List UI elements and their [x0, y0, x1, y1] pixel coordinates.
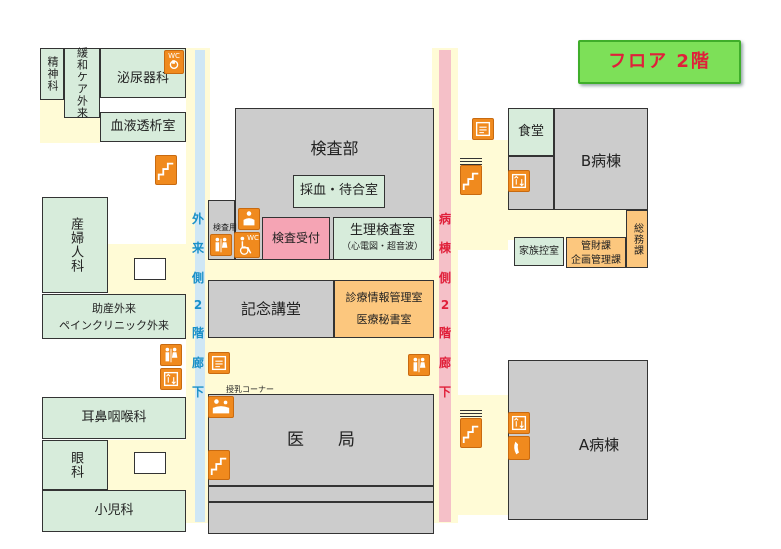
room-label: 生理検査室	[349, 222, 415, 238]
corridor-ward-label: 病 棟 側 2 階 廊 下	[432, 210, 458, 400]
info-board-icon[interactable]	[208, 352, 230, 374]
room-obgyn[interactable]: 産婦人科	[42, 197, 108, 293]
wc-icon[interactable]: WC	[164, 50, 184, 74]
corridor-outpatient-label: 外 来 側 2 階 廊 下	[186, 210, 210, 400]
corridor-lower-mid	[208, 338, 434, 394]
room-general-affairs[interactable]: 総務課	[626, 210, 648, 268]
corridor-char: 廊	[191, 355, 204, 370]
room-label: 検査受付	[271, 230, 320, 245]
restroom-icon[interactable]	[408, 354, 430, 376]
restroom-icon[interactable]	[210, 234, 232, 256]
room-palliative[interactable]: 緩和ケア外来	[64, 47, 100, 119]
room-label: 企画管理課	[571, 254, 621, 266]
room-label: 眼科	[68, 451, 84, 479]
corridor-char: 棟	[438, 241, 451, 256]
room-midwife-pain[interactable]: 助産外来 ペインクリニック外来	[42, 294, 186, 339]
corridor-upper-right	[456, 140, 508, 250]
stairs-icon[interactable]	[155, 155, 177, 185]
stairs-icon[interactable]	[460, 418, 482, 448]
room-psychiatry[interactable]: 精神科	[40, 48, 64, 100]
room-label: 医 局	[287, 429, 355, 450]
room-label: 助産外来	[92, 301, 136, 315]
room-label: 食堂	[517, 123, 544, 139]
room-label: A病棟	[578, 435, 620, 454]
room-ward-b[interactable]: B病棟	[554, 108, 648, 210]
room-dialysis[interactable]: 血液透析室	[100, 112, 186, 142]
room-ward-a[interactable]: A病棟	[508, 360, 648, 520]
room-family[interactable]: 家族控室	[514, 237, 564, 266]
room-label: 総務課	[631, 222, 643, 256]
room-medical-info[interactable]: 診療情報管理室 医療秘書室	[334, 280, 434, 338]
elevator-icon[interactable]	[160, 368, 182, 390]
room-blood-wait[interactable]: 採血・待合室	[293, 175, 385, 208]
floor-badge: フロア 2階	[578, 40, 741, 84]
room-lower-strip-1	[208, 486, 434, 502]
floor-label: フロア 2階	[608, 51, 711, 73]
corridor-char: 2	[193, 297, 203, 312]
room-label: （心電図・超音波）	[341, 242, 423, 253]
room-label: 家族控室	[519, 246, 559, 257]
room-lower-strip-2	[208, 502, 434, 534]
nursing-icon[interactable]	[238, 208, 260, 230]
stairs-icon[interactable]	[460, 165, 482, 195]
corridor-char: 階	[438, 326, 451, 341]
room-eye-annex	[134, 452, 166, 474]
corridor-char: 側	[438, 270, 451, 285]
corridor-char: 側	[191, 270, 204, 285]
room-label: 採血・待合室	[299, 183, 378, 199]
room-label: 医療秘書室	[356, 312, 412, 326]
wc-label: WC	[247, 234, 259, 243]
corridor-char: 下	[438, 384, 451, 399]
room-label: 血液透析室	[110, 118, 176, 134]
room-label: 緩和ケア外来	[75, 47, 89, 119]
room-label: B病棟	[580, 151, 622, 170]
wc-label: WC	[168, 52, 180, 61]
room-eye[interactable]: 眼科	[42, 440, 108, 490]
corridor-b-ward-link	[508, 210, 648, 240]
wheelchair-icon[interactable]: WC	[234, 232, 260, 258]
room-label: 診療情報管理室	[345, 290, 423, 304]
stair-steps	[460, 158, 482, 166]
corridor-ward-strip	[439, 50, 451, 522]
stairs-icon[interactable]	[208, 450, 230, 480]
room-label: ペインクリニック外来	[59, 318, 169, 332]
room-label: 検査部	[310, 139, 359, 159]
room-label: 耳鼻咽喉科	[81, 409, 147, 425]
room-control-planning[interactable]: 管財課 企画管理課	[566, 237, 626, 268]
corridor-outpatient-strip	[195, 50, 205, 522]
restroom-icon[interactable]	[160, 344, 182, 366]
room-doctors-office[interactable]: 医 局	[208, 394, 434, 486]
room-label: 精神科	[46, 56, 60, 92]
room-label: 記念講堂	[240, 299, 301, 318]
stair-steps	[460, 410, 482, 418]
room-label: 産婦人科	[68, 217, 84, 273]
corridor-char: 階	[191, 326, 204, 341]
corridor-char: 廊	[438, 355, 451, 370]
room-obgyn-annex	[134, 258, 166, 280]
corridor-char: 下	[191, 384, 204, 399]
room-pediatrics[interactable]: 小児科	[42, 490, 186, 532]
corridor-char: 来	[191, 241, 204, 256]
room-label: 小児科	[94, 502, 134, 518]
corridor-mid-horizontal	[208, 260, 434, 280]
room-ent[interactable]: 耳鼻咽喉科	[42, 397, 186, 439]
nursing-corner-label: 授乳コーナー	[226, 384, 274, 394]
room-label: 泌尿器科	[116, 70, 169, 86]
elevator-icon[interactable]	[508, 412, 530, 434]
room-cafeteria[interactable]: 食堂	[508, 108, 554, 156]
corridor-char: 外	[191, 212, 204, 226]
elevator-icon[interactable]	[508, 170, 530, 192]
lab-toilet-label: 検査用	[213, 222, 237, 232]
room-memorial-hall[interactable]: 記念講堂	[208, 280, 334, 338]
info-board-icon[interactable]	[472, 118, 494, 140]
room-physio-lab[interactable]: 生理検査室 （心電図・超音波）	[333, 217, 432, 260]
phone-icon[interactable]	[508, 436, 530, 460]
room-label: 管財課	[581, 240, 611, 252]
nursing-icon[interactable]	[208, 396, 234, 418]
corridor-char: 病	[438, 212, 451, 226]
room-lab-reception[interactable]: 検査受付	[262, 217, 330, 260]
corridor-char: 2	[440, 297, 450, 312]
